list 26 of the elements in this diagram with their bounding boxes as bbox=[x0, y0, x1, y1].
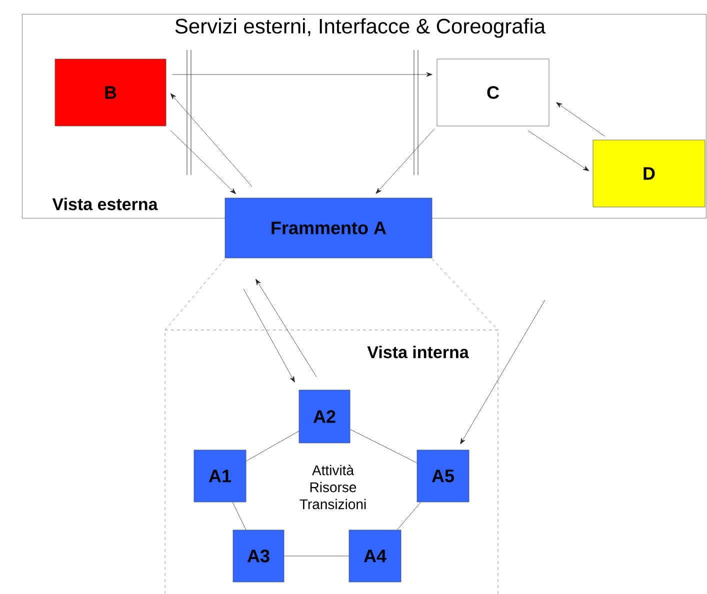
view-label: Vista interna bbox=[367, 346, 469, 358]
arrow bbox=[170, 93, 252, 187]
arrow bbox=[556, 102, 606, 137]
arrow bbox=[170, 130, 236, 194]
view-label: Vista esterna bbox=[52, 198, 158, 210]
arrow bbox=[172, 72, 432, 77]
service-box: B bbox=[54, 58, 166, 126]
service-box: C bbox=[436, 58, 550, 126]
frame-title: Servizi esterni, Interfacce & Coreografia bbox=[175, 18, 546, 38]
service-box: D bbox=[592, 140, 706, 208]
arrow bbox=[256, 278, 317, 378]
fragment-box: Frammento A bbox=[224, 198, 432, 258]
connector-line bbox=[397, 502, 421, 530]
connector-line bbox=[232, 502, 246, 530]
activity-box: A5 bbox=[416, 450, 470, 502]
activity-box: A1 bbox=[194, 450, 246, 502]
arrow bbox=[376, 128, 434, 194]
connector-line bbox=[350, 429, 417, 464]
activity-box: A2 bbox=[298, 390, 350, 444]
arrow bbox=[528, 130, 590, 172]
center-label: Attività Risorse Transizioni bbox=[300, 464, 366, 510]
arrow bbox=[460, 300, 546, 444]
connector-line bbox=[246, 430, 299, 462]
activity-box: A3 bbox=[232, 530, 284, 582]
arrow bbox=[243, 288, 295, 382]
activity-box: A4 bbox=[348, 530, 402, 582]
